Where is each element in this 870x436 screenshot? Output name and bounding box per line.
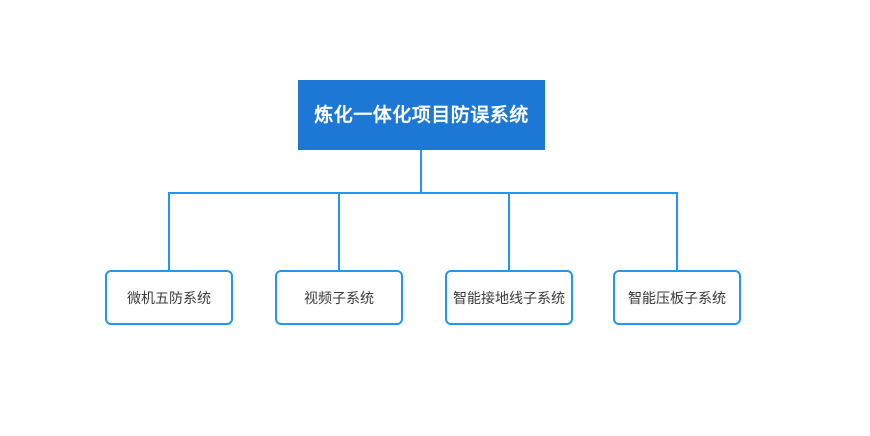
child-node-2-label: 视频子系统 [304,289,374,306]
connector-drop-4 [676,192,678,270]
child-node-3[interactable]: 智能接地线子系统 [445,270,573,325]
connector-drop-1 [168,192,170,270]
connector-drop-2 [338,192,340,270]
child-node-3-label: 智能接地线子系统 [453,289,565,306]
child-node-1[interactable]: 微机五防系统 [105,270,233,325]
connector-horizontal-bus [168,192,678,194]
child-node-2[interactable]: 视频子系统 [275,270,403,325]
child-node-4[interactable]: 智能压板子系统 [613,270,741,325]
root-node-label: 炼化一体化项目防误系统 [314,104,529,126]
child-node-4-label: 智能压板子系统 [628,289,726,306]
connector-drop-3 [508,192,510,270]
child-node-1-label: 微机五防系统 [127,289,211,306]
connector-root-stem [420,150,422,193]
root-node[interactable]: 炼化一体化项目防误系统 [298,80,545,150]
